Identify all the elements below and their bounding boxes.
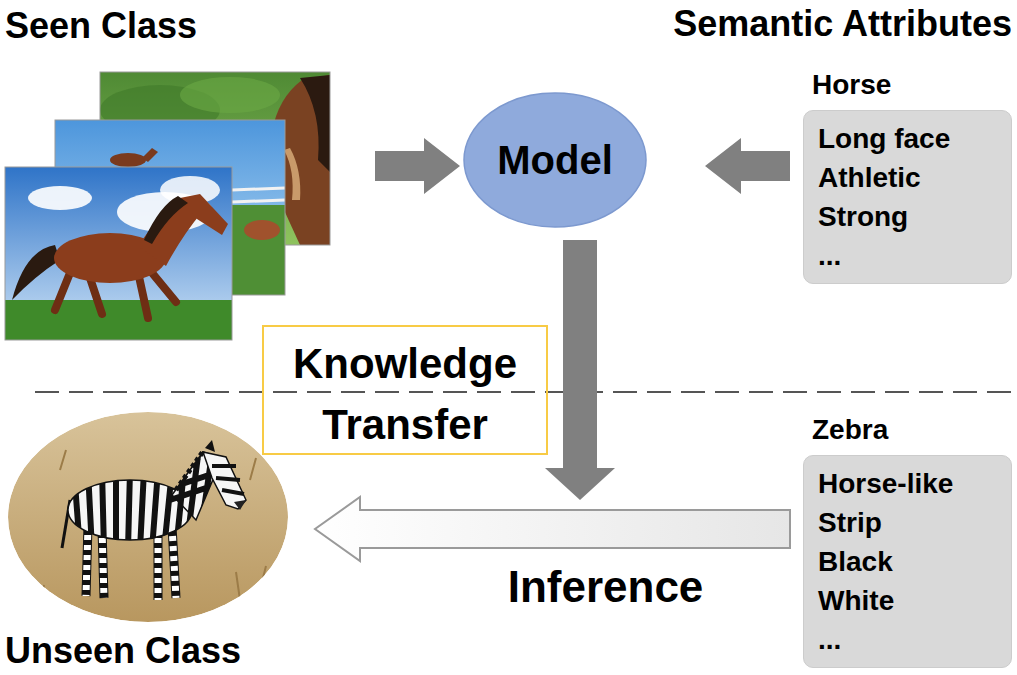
ellipse-shape	[464, 93, 646, 227]
node-text: Knowledge Transfer	[293, 340, 517, 448]
inference-arrow	[315, 497, 790, 561]
transfer-arrow	[545, 240, 615, 500]
node-text: Strip	[818, 503, 997, 542]
node-text: Black	[818, 542, 997, 581]
node-text: White	[818, 581, 997, 620]
node-text: Unseen Class	[5, 630, 241, 671]
node-text: Horse-like	[818, 464, 997, 503]
node-text: Model	[497, 137, 613, 183]
node-text: Long face	[818, 119, 997, 158]
box-heading: Horse	[812, 69, 891, 101]
section-heading: Semantic Attributes	[673, 3, 1012, 44]
node-text: ...	[818, 236, 997, 275]
model-ellipse: Model	[463, 92, 647, 228]
edge-label: Inference	[508, 562, 704, 613]
attribute-box: ZebraHorse-likeStripBlackWhite...	[803, 455, 1012, 668]
box-heading: Zebra	[812, 414, 888, 446]
node-text: ...	[818, 620, 997, 659]
dashed-separator	[35, 391, 1015, 393]
transfer-box: Knowledge Transfer	[262, 325, 548, 455]
image-group: Unseen Class	[8, 412, 288, 622]
zebra-picture	[8, 412, 288, 622]
node-text: Strong	[818, 197, 997, 236]
node-text: Seen Class	[5, 5, 197, 46]
node-text: Athletic	[818, 158, 997, 197]
attribute-box: HorseLong faceAthleticStrong...	[803, 110, 1012, 284]
block-arrow	[705, 138, 790, 194]
block-arrow	[375, 138, 460, 194]
image-group: Seen Class	[5, 72, 330, 340]
horse-photo	[5, 167, 232, 340]
